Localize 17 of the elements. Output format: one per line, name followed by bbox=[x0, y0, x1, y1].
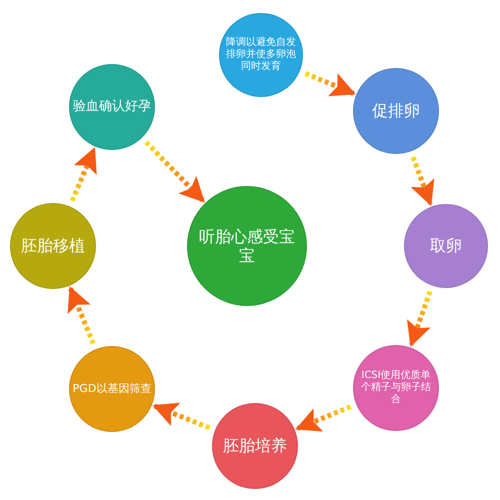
step-label: 取卵 bbox=[430, 236, 462, 256]
arrow bbox=[144, 140, 205, 203]
arrow bbox=[295, 404, 352, 432]
arrow bbox=[152, 402, 210, 430]
arrow bbox=[410, 156, 434, 206]
step-label: 胚胎培养 bbox=[223, 436, 287, 456]
step-label: 听胎心感受宝宝 bbox=[198, 226, 296, 266]
step-label: 胚胎移植 bbox=[21, 236, 85, 256]
arrow bbox=[70, 147, 97, 202]
arrow bbox=[304, 71, 356, 96]
step-label: 验血确认好孕 bbox=[73, 99, 151, 115]
step-label: 降调以避免自发排卵并使多卵泡同时发育 bbox=[225, 37, 297, 73]
step-label: PGD以基因筛查 bbox=[72, 382, 152, 396]
step-label: 促排卵 bbox=[372, 101, 420, 121]
step-label: ICSI使用优质单个精子与卵子结合 bbox=[360, 370, 432, 406]
arrow bbox=[406, 290, 432, 347]
arrow bbox=[68, 286, 96, 345]
